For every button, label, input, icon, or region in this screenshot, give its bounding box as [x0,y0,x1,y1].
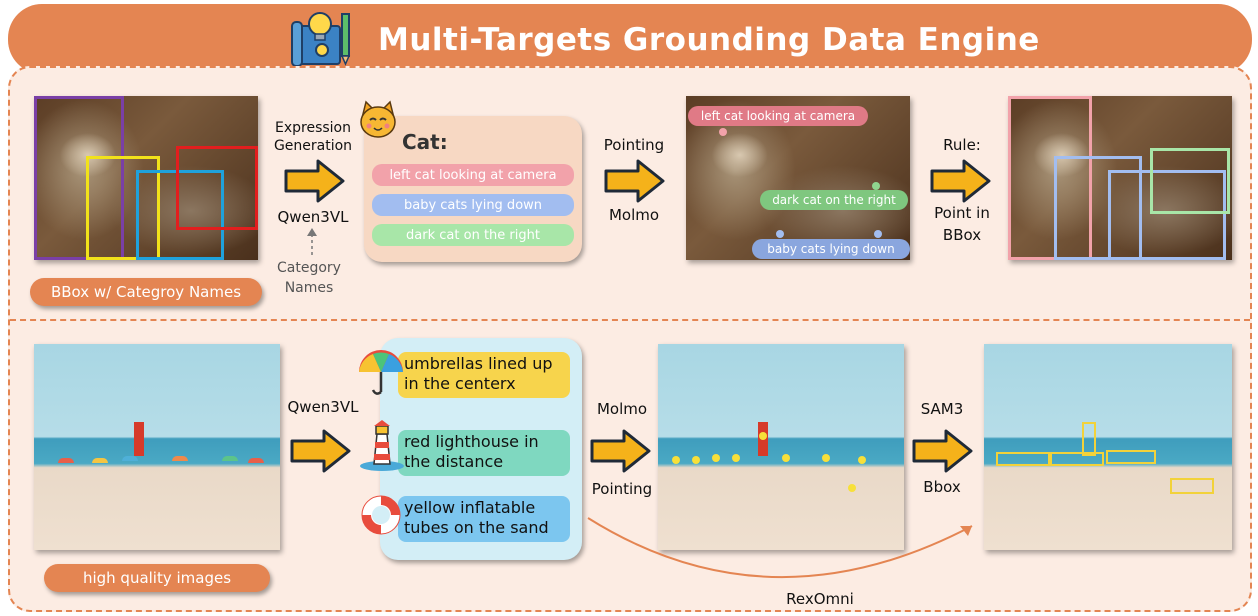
umbrella-shape [222,456,238,461]
point-label-dark-cat: dark cat on the right [760,190,908,210]
pointing-label-top: Pointing [603,136,665,154]
point-dot [692,456,700,464]
bbox-umbrellas-1 [996,452,1050,466]
inflatable-tube-icon [361,495,401,535]
bbox-pink [1008,96,1092,260]
category-label-line2: Names [284,280,334,296]
point-dot [672,456,680,464]
cat-expression-card: Cat: left cat looking at camera baby cat… [364,116,582,262]
output-cat-image [1008,96,1232,260]
expression-dark-cat: dark cat on the right [372,224,574,246]
arrow-right-icon [912,429,973,473]
bbox-label-bottom: Bbox [923,478,961,496]
umbrella-shape [58,458,74,463]
row-divider [10,319,1250,321]
input-cat-image [34,96,258,260]
pointing-label-bottom: Pointing [591,480,653,498]
rexomni-curve-arrow [587,517,973,579]
note-umbrellas-line2: in the centerx [404,374,516,393]
blueprint-lightbulb-icon [291,12,351,67]
note-umbrellas: umbrellas lined up in the centerx [398,352,570,398]
molmo-label-bottom: Molmo [596,400,648,418]
generation-label: Generation [273,138,353,154]
pointed-cat-image: left cat looking at camera dark cat on t… [686,96,910,260]
qwen3vl-label-top: Qwen3VL [277,208,349,226]
point-dot [822,454,830,462]
lighthouse-icon [360,420,404,471]
point-label-baby-cats: baby cats lying down [752,239,910,259]
rexomni-label: RexOmni [786,590,854,608]
umbrella-shape [248,458,264,463]
bbox-umbrellas-3 [1106,450,1156,464]
umbrella-shape [92,458,108,463]
bbox-yellow [86,156,160,260]
lighthouse-shape [134,422,144,456]
point-dot [848,484,856,492]
qwen3vl-label-bottom: Qwen3VL [287,398,359,416]
point-dot [858,456,866,464]
note-tubes-line2: tubes on the sand [404,518,549,537]
bbox-lighthouse [1082,422,1096,456]
point-dot [782,454,790,462]
point-dot-green [872,182,880,190]
point-dot [759,432,767,440]
bbox-red [176,146,258,230]
cat-card-title: Cat: [402,130,448,154]
pointed-beach-image [658,344,904,550]
bbox-lightblue-1 [1054,156,1142,260]
note-lighthouse: red lighthouse in the distance [398,430,570,476]
page-title: Multi-Targets Grounding Data Engine [378,22,1040,58]
expression-label: Expression [275,120,351,136]
point-dot [732,454,740,462]
output-beach-image [984,344,1232,550]
note-lighthouse-line1: red lighthouse in [404,432,539,451]
arrow-right-icon [930,159,991,203]
note-tubes: yellow inflatable tubes on the sand [398,496,570,542]
bbox-lightgreen [1150,148,1230,214]
beach-expression-card: umbrellas lined up in the centerx red li… [380,338,582,560]
note-lighthouse-line2: the distance [404,452,504,471]
sam3-label: SAM3 [920,400,964,418]
bbox-tubes [1170,478,1214,494]
bbox-rule-label: BBox [942,226,982,244]
bbox-blue [136,170,224,260]
molmo-label-top: Molmo [608,206,660,224]
umbrella-shape [172,456,188,461]
point-dot-pink [719,128,727,136]
arrow-right-icon [590,429,651,473]
bbox-lightblue-2 [1108,170,1226,260]
point-label-left-cat: left cat looking at camera [688,106,868,126]
arrow-right-icon [290,429,351,473]
expression-baby-cats: baby cats lying down [372,194,574,216]
point-dot-blue-2 [874,230,882,238]
umbrella-icon [359,350,403,395]
note-tubes-line1: yellow inflatable [404,498,536,517]
expression-left-cat: left cat looking at camera [372,164,574,186]
bbox-category-tag: BBox w/ Categroy Names [30,278,262,306]
cat-face-icon [360,100,396,138]
point-in-label: Point in [934,204,990,222]
dashed-arrow-up-icon [307,228,317,255]
header-banner: Multi-Targets Grounding Data Engine [8,4,1252,74]
arrow-right-icon [604,159,665,203]
umbrella-shape [122,456,138,461]
point-dot [712,454,720,462]
point-dot-blue-1 [776,230,784,238]
rule-label: Rule: [943,136,981,154]
category-label-line1: Category [277,260,341,276]
input-beach-image [34,344,280,550]
bbox-purple [34,96,124,260]
note-umbrellas-line1: umbrellas lined up [404,354,553,373]
bbox-umbrellas-2 [1050,452,1104,466]
high-quality-tag: high quality images [44,564,270,592]
arrow-right-icon [284,159,345,203]
